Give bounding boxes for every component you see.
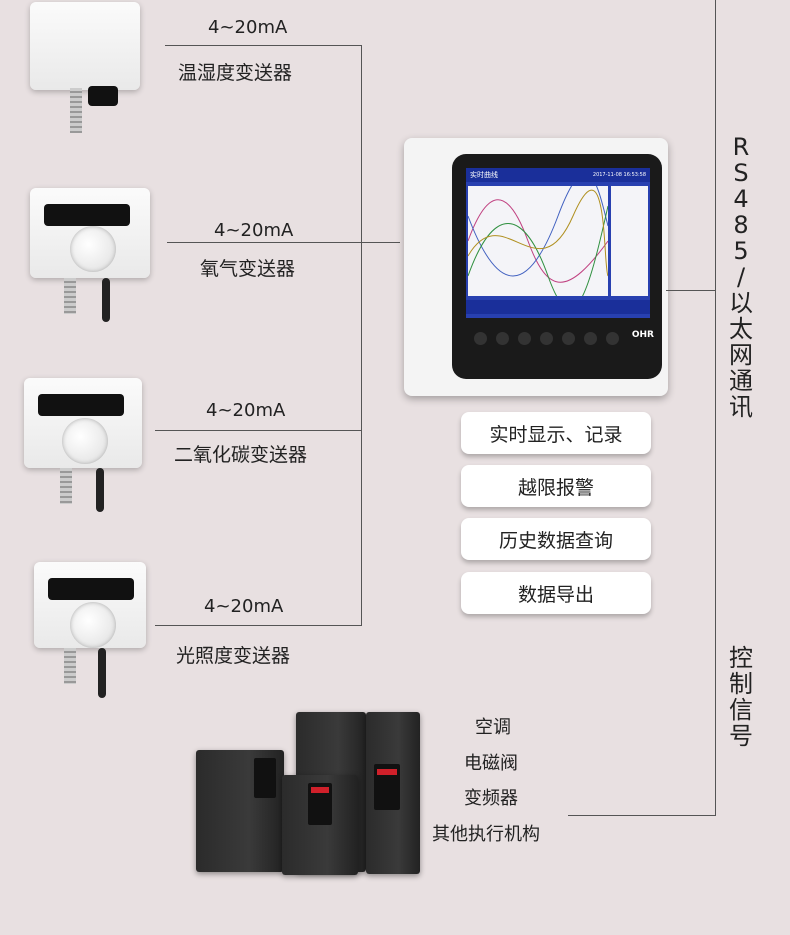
control-char: 制 <box>729 670 753 698</box>
actuator-others: 其他执行机构 <box>432 824 540 845</box>
sensor-dome <box>62 418 108 464</box>
connector-line <box>155 625 361 626</box>
sensor-1-signal: 4~20mA <box>208 17 288 38</box>
comm-char: R <box>732 133 750 161</box>
control-char: 控 <box>729 644 753 672</box>
control-char: 号 <box>729 722 753 750</box>
light-sensor-image <box>34 562 146 648</box>
sensor-4-signal: 4~20mA <box>204 596 284 617</box>
feature-history-query: 历史数据查询 <box>461 518 651 560</box>
screen-title: 实时曲线 <box>470 171 498 179</box>
comm-char: / <box>736 263 746 291</box>
actuator-inverter: 变频器 <box>464 788 518 809</box>
comm-char: 8 <box>733 211 749 239</box>
comm-char: 5 <box>733 237 749 265</box>
drive-display <box>311 787 329 793</box>
sensor-cable <box>102 278 110 322</box>
connector-line <box>167 242 400 243</box>
comm-char: S <box>733 159 749 187</box>
feature-alarm: 越限报警 <box>461 465 651 507</box>
recorder-key <box>606 332 619 345</box>
sensor-3-signal: 4~20mA <box>206 400 286 421</box>
sensor-cable <box>98 648 106 698</box>
inverter-drive-image <box>196 750 284 872</box>
comm-char: 讯 <box>729 393 753 421</box>
comm-char: 太 <box>729 315 753 343</box>
comm-char: 以 <box>729 289 753 317</box>
screen-datetime: 2017-11-08 16:53:58 <box>592 172 646 178</box>
right-bus-line <box>715 0 716 815</box>
sensor-probe <box>64 278 76 314</box>
feature-realtime-display: 实时显示、记录 <box>461 412 651 454</box>
connector-line <box>568 815 716 816</box>
recorder-key <box>584 332 597 345</box>
connector-line <box>155 430 361 431</box>
oxygen-sensor-image <box>30 188 150 278</box>
drive-display <box>377 769 397 775</box>
recorder-key <box>562 332 575 345</box>
sensor-2-name: 氧气变送器 <box>200 258 296 280</box>
recorder-bezel: 实时曲线 2017-11-08 16:53:58 OHR <box>452 154 662 379</box>
recorder-key <box>496 332 509 345</box>
comm-char: 4 <box>733 185 749 213</box>
sensor-cable <box>88 86 118 106</box>
sensor-2-signal: 4~20mA <box>214 220 294 241</box>
recorder-key <box>474 332 487 345</box>
recorder-key <box>518 332 531 345</box>
recorder-brand: OHR <box>631 330 654 340</box>
sensor-dome <box>70 602 116 648</box>
temp-humidity-sensor-image <box>30 2 140 90</box>
sensor-dome <box>70 226 116 272</box>
screen-softkey-bar <box>466 300 650 314</box>
inverter-drive-image <box>282 775 358 875</box>
co2-sensor-image <box>24 378 142 468</box>
screen-header: 实时曲线 2017-11-08 16:53:58 <box>466 168 650 182</box>
sensor-probe <box>70 88 82 133</box>
comm-char: 通 <box>729 367 753 395</box>
connector-line <box>666 290 715 291</box>
recorder-key <box>540 332 553 345</box>
connector-line <box>165 45 361 46</box>
comm-label: R S 4 8 5 / 以 太 网 通 讯 <box>726 134 756 420</box>
sensor-1-name: 温湿度变送器 <box>178 62 293 84</box>
sensor-label-plate <box>48 578 134 600</box>
actuator-aircon: 空调 <box>475 717 511 738</box>
sensor-probe <box>64 648 76 684</box>
screen-values-panel <box>611 186 648 296</box>
actuator-solenoid-valve: 电磁阀 <box>464 753 518 774</box>
sensor-bus-line <box>361 45 362 626</box>
paperless-recorder-image: 实时曲线 2017-11-08 16:53:58 OHR <box>404 138 668 396</box>
recorder-screen: 实时曲线 2017-11-08 16:53:58 <box>466 168 650 318</box>
sensor-3-name: 二氧化碳变送器 <box>174 444 308 466</box>
sensor-label-plate <box>38 394 124 416</box>
feature-data-export: 数据导出 <box>461 572 651 614</box>
sensor-label-plate <box>44 204 130 226</box>
trend-curves <box>468 186 608 296</box>
sensor-probe <box>60 468 72 504</box>
inverter-drive-image <box>366 712 420 874</box>
control-char: 信 <box>729 696 753 724</box>
control-signal-label: 控 制 信 号 <box>726 645 756 749</box>
comm-char: 网 <box>729 341 753 369</box>
drive-panel <box>254 758 276 798</box>
sensor-cable <box>96 468 104 512</box>
recorder-keypad <box>474 330 628 349</box>
sensor-4-name: 光照度变送器 <box>176 645 291 667</box>
